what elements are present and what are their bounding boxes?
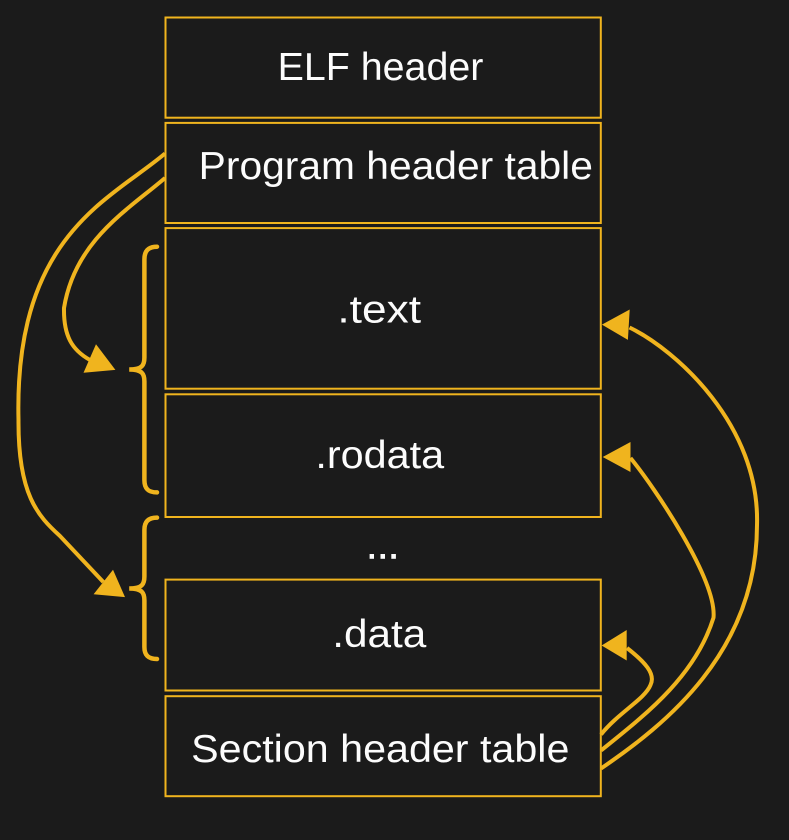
svg-text:Program header table: Program header table <box>199 145 593 188</box>
svg-text:.data: .data <box>332 613 426 656</box>
svg-text:.text: .text <box>337 288 421 331</box>
svg-text:Section header table: Section header table <box>191 728 569 771</box>
svg-text:.rodata: .rodata <box>315 434 444 477</box>
svg-text:ELF header: ELF header <box>278 46 484 89</box>
